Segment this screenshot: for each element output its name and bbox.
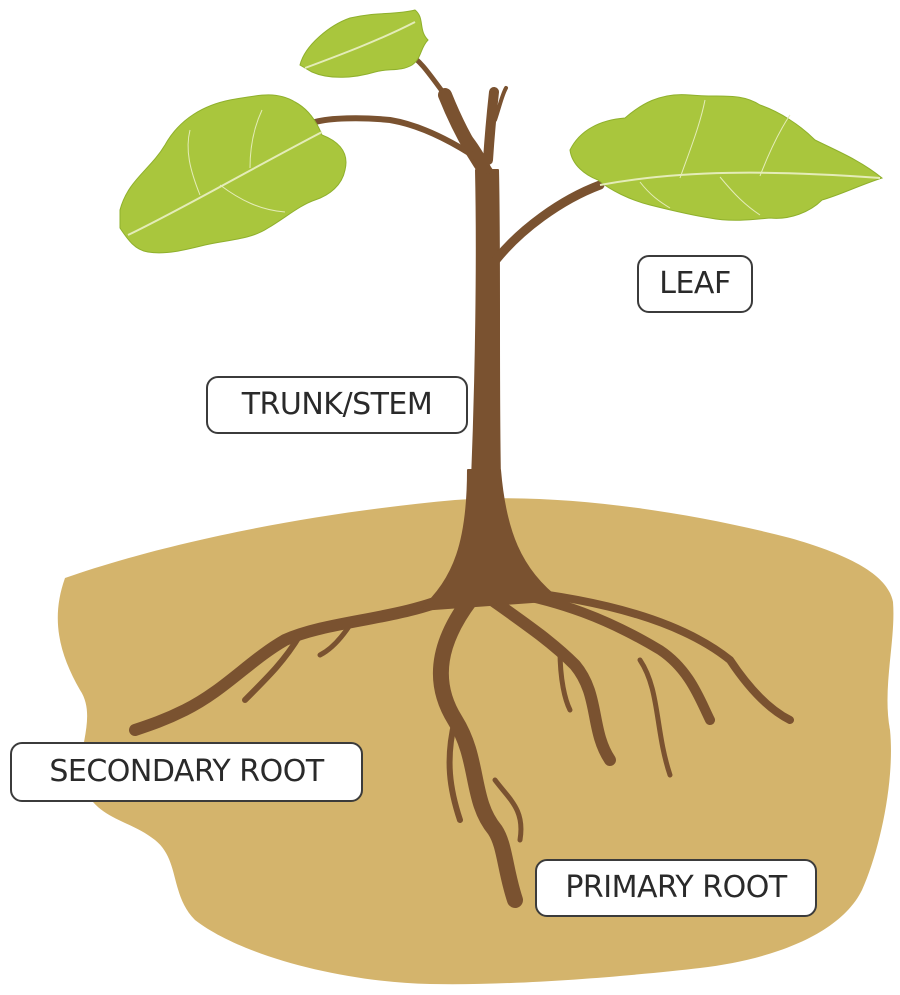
label-primary-root: PRIMARY ROOT [535,859,817,917]
label-trunk-stem: TRUNK/STEM [206,376,468,434]
leaf-right [570,95,882,221]
label-secondary-root: SECONDARY ROOT [10,742,363,802]
leaves [120,10,882,253]
label-leaf: LEAF [637,255,753,313]
leaf-top [300,10,428,77]
leaf-left [120,95,346,253]
